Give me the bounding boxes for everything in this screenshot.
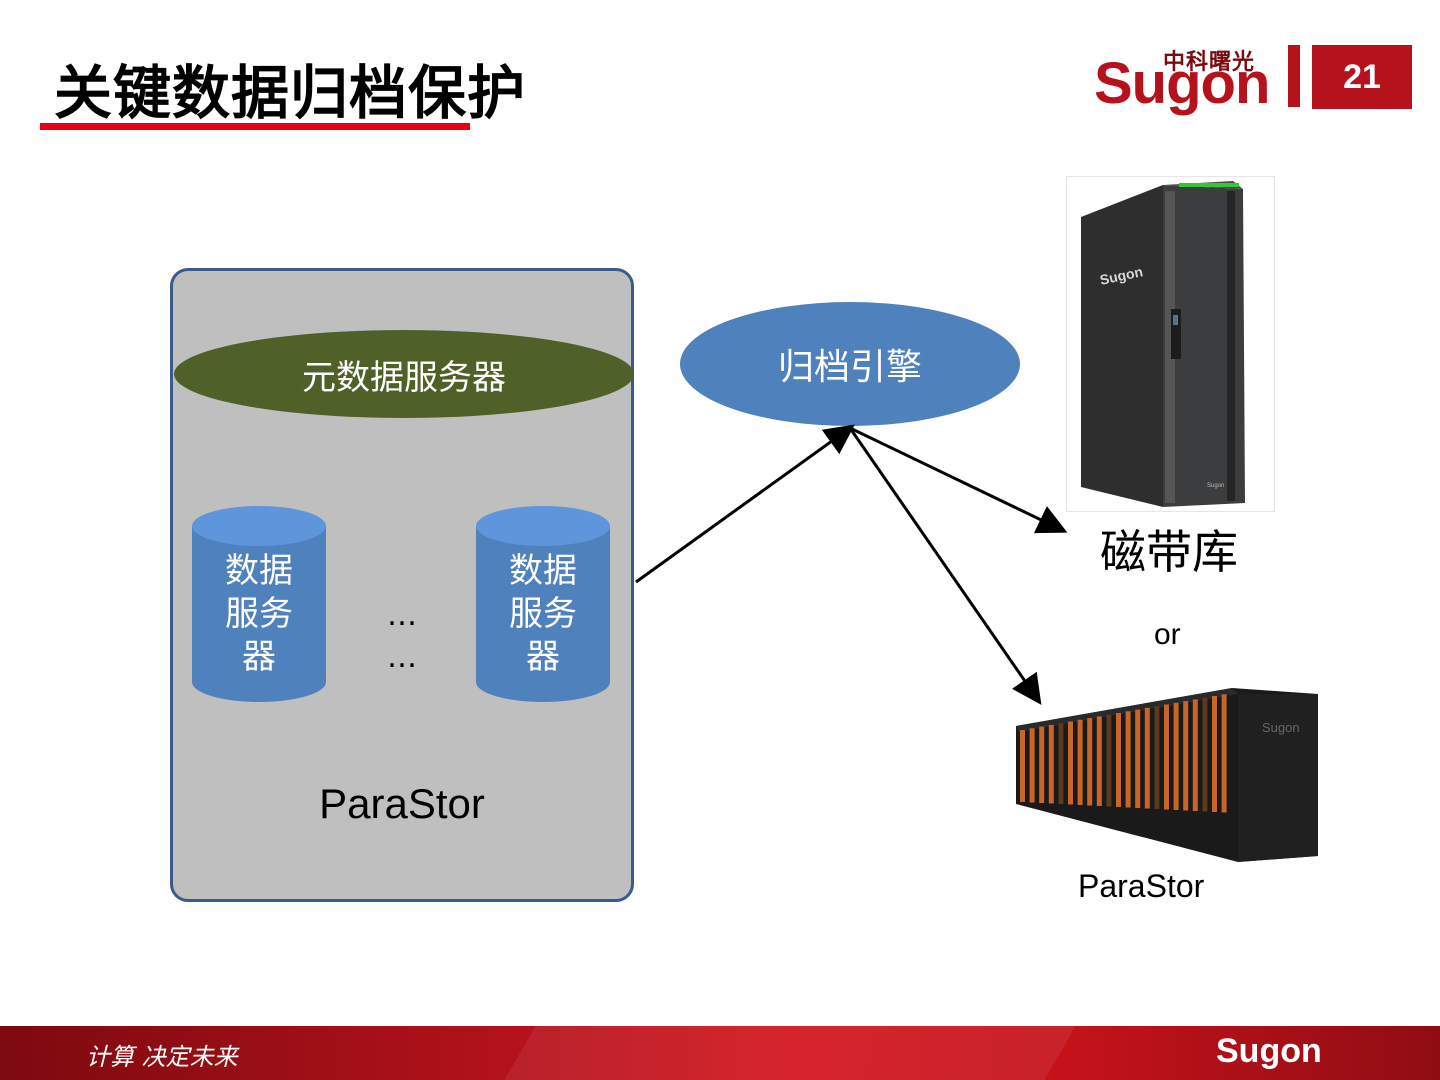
rack-stripe	[1125, 711, 1131, 808]
rack-stripe	[1106, 714, 1112, 807]
footer-stripe	[504, 1026, 716, 1080]
data-server-label-line3: 器	[242, 637, 276, 677]
rack-stripe	[1020, 730, 1025, 802]
ellipsis-1: …	[387, 598, 417, 633]
or-label: or	[1154, 618, 1181, 651]
rack-stripe	[1058, 723, 1064, 804]
parastor-cluster-label: ParaStor	[319, 780, 485, 827]
rack-stripe	[1221, 694, 1227, 813]
parastor-rack-icon: Sugon	[1016, 688, 1318, 862]
data-server-label-line2: 服务	[509, 594, 577, 634]
rack-stripe	[1173, 702, 1179, 810]
cylinder-body	[476, 526, 610, 682]
data-server-label-line2: 服务	[225, 594, 293, 634]
rack-stripe	[1116, 713, 1121, 807]
arrow-engine-to-tape	[849, 426, 1068, 534]
footer-stripe	[684, 1026, 896, 1080]
data-server-cylinder-2: 数据 服务 器	[476, 506, 610, 702]
rack-stripes	[1020, 694, 1227, 813]
cylinder-top	[476, 506, 610, 546]
tape-library-brand-small: Sugon	[1207, 483, 1224, 489]
tape-library-cabinet-icon: Sugon Sugon	[1081, 181, 1245, 507]
arrow-cluster-to-engine	[635, 424, 855, 584]
cylinder-body	[192, 526, 326, 682]
title-underline	[40, 123, 470, 130]
parastor-brand: Sugon	[1262, 720, 1300, 735]
rack-stripe	[1135, 709, 1141, 808]
parastor-target-label: ParaStor	[1078, 868, 1205, 904]
sugon-logo: Sugon	[1094, 51, 1270, 116]
logo-cn-text: 中科曙光	[1163, 50, 1256, 75]
metadata-server-node: 元数据服务器	[174, 330, 634, 418]
rack-stripe	[1096, 716, 1102, 806]
tape-library-image: Sugon Sugon	[1066, 176, 1275, 512]
rack-stripe	[1212, 696, 1217, 812]
footer-sugon-logo: Sugon	[1216, 1032, 1322, 1070]
rack-stripe	[1048, 724, 1054, 804]
data-server-cylinder-1: 数据 服务 器	[192, 506, 326, 702]
rack-stripe	[1164, 704, 1169, 810]
rack-stripe	[1077, 719, 1083, 805]
page-number: 21	[1312, 45, 1412, 109]
tape-library-label: 磁带库	[1100, 525, 1238, 579]
slide-title: 关键数据归档保护	[54, 59, 527, 127]
metadata-server-label: 元数据服务器	[302, 357, 506, 398]
data-server-label-line3: 器	[526, 637, 560, 677]
archive-engine-label: 归档引擎	[777, 347, 922, 388]
cylinder-bottom	[192, 662, 326, 702]
rack-stripe	[1039, 726, 1045, 803]
cylinder-top	[192, 506, 326, 546]
rack-stripe	[1029, 728, 1035, 803]
rack-stripe	[1087, 718, 1093, 806]
footer-bar: 计算 决定未来 Sugon	[0, 1026, 1440, 1080]
rack-stripe	[1144, 707, 1150, 809]
data-server-label: 数据 服务 器	[476, 550, 610, 679]
footer-slogan: 计算 决定未来	[86, 1043, 238, 1071]
data-server-label-line1: 数据	[225, 551, 293, 591]
rack-stripe	[1183, 701, 1189, 811]
logo-divider	[1288, 45, 1300, 107]
cylinder-bottom	[476, 662, 610, 702]
arrow-engine-to-parastor	[848, 427, 1042, 705]
rack-stripe	[1154, 706, 1160, 809]
parastor-rack-image: Sugon	[1012, 686, 1318, 866]
rack-stripe	[1068, 721, 1073, 805]
rack-stripe	[1202, 697, 1208, 812]
ellipsis-2: …	[387, 640, 417, 675]
data-server-label-line1: 数据	[509, 551, 577, 591]
rack-stripe	[1192, 699, 1198, 811]
archive-engine-node: 归档引擎	[680, 302, 1020, 426]
footer-stripe	[864, 1026, 1076, 1080]
data-server-label: 数据 服务 器	[192, 550, 326, 679]
